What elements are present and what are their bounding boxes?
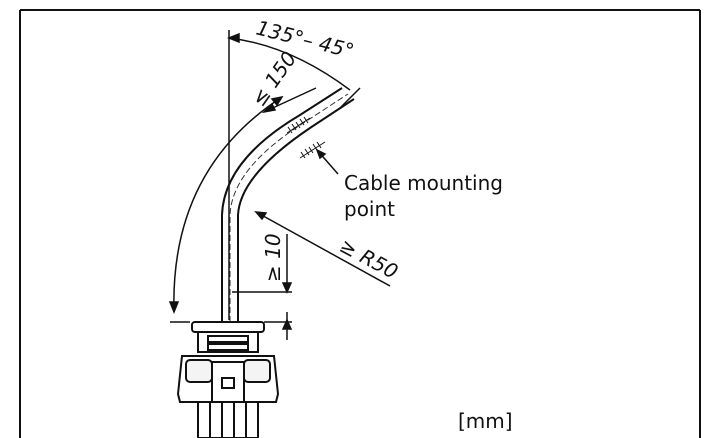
mounting-point-hatch bbox=[286, 116, 326, 159]
cable bbox=[221, 87, 355, 322]
clearance-dimension bbox=[261, 87, 317, 114]
unit-label: [mm] bbox=[458, 409, 513, 433]
mounting-label-line2: point bbox=[344, 197, 395, 221]
mounting-point-leader bbox=[315, 148, 339, 175]
height-dimension bbox=[232, 234, 293, 340]
left-arc-dimension bbox=[168, 95, 284, 315]
mounting-label-line1: Cable mounting bbox=[344, 171, 503, 195]
diagram-frame bbox=[19, 9, 701, 438]
angle-dimension bbox=[226, 32, 361, 109]
height-label: ≥ 10 bbox=[261, 233, 285, 282]
radius-label: ≥ R50 bbox=[336, 233, 402, 284]
angle-label: 135°– 45° bbox=[254, 16, 357, 63]
connector bbox=[176, 321, 280, 438]
radius-leader bbox=[254, 211, 391, 287]
